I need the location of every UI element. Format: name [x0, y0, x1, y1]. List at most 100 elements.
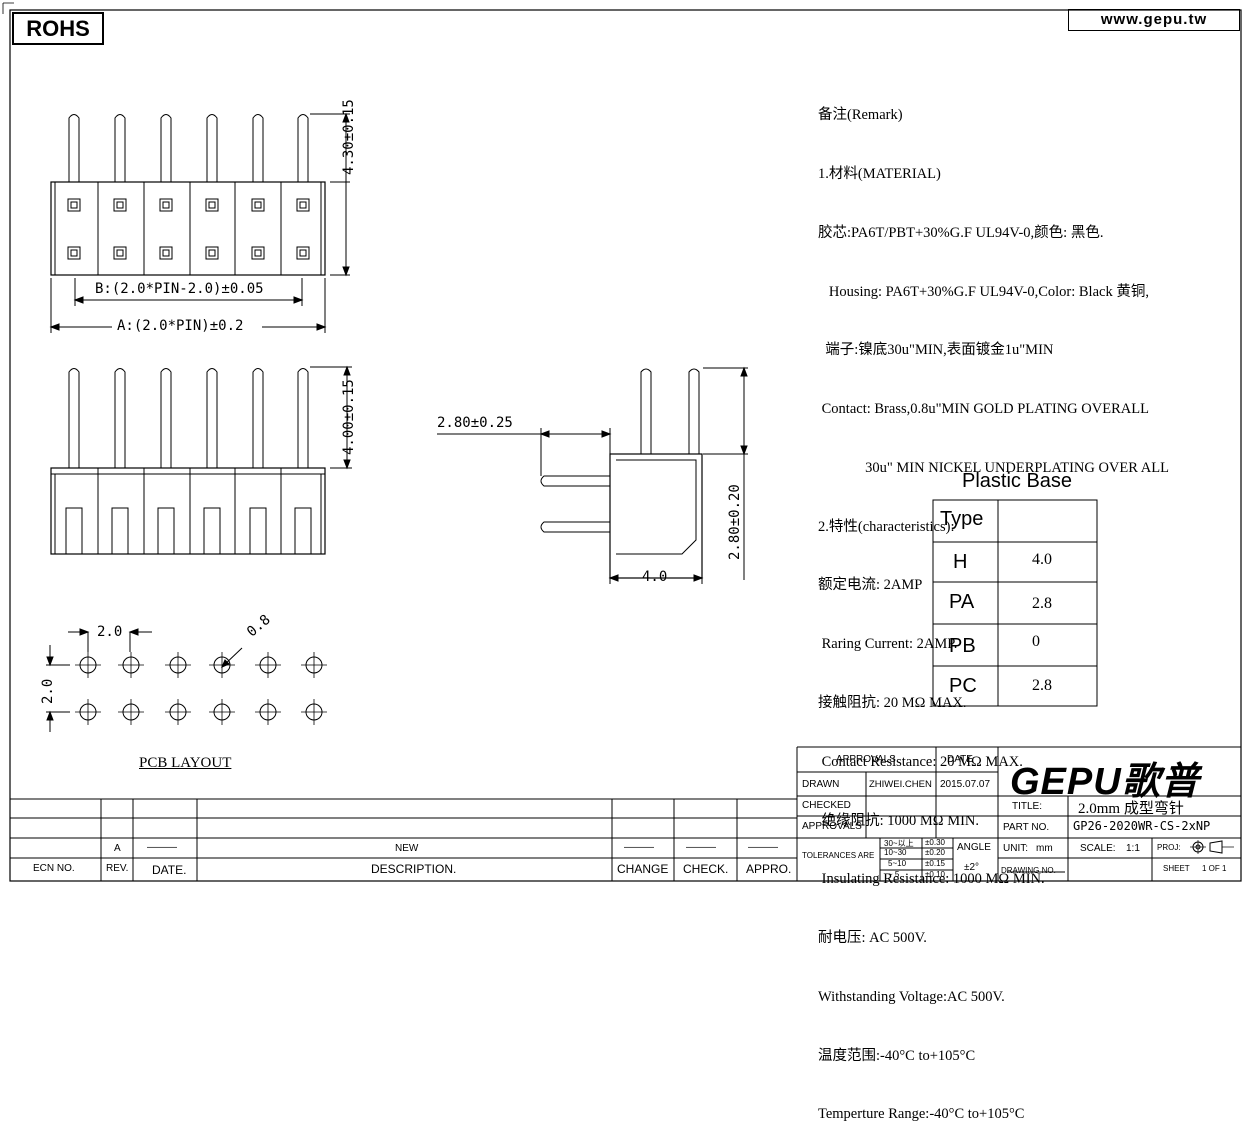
tb-approvals-label: APPROVALS [802, 821, 862, 832]
plastic-base-value: 0 [1032, 633, 1040, 650]
square-hole [67, 198, 81, 212]
pin [252, 368, 264, 468]
remark-line: Raring Current: 2AMP. [818, 636, 958, 653]
square-hole [296, 246, 310, 260]
slot [111, 507, 129, 554]
square-hole-inner [208, 249, 216, 257]
plastic-base-title: Plastic Base [962, 470, 1073, 492]
remark-line: 绝缘阻抗: 1000 MΩ MIN. [818, 812, 980, 829]
tb-scale-label: SCALE: [1080, 843, 1116, 854]
pin [252, 114, 264, 182]
dim-body-width: 4.0 [642, 569, 668, 585]
slot [294, 507, 312, 554]
title-block-grid [796, 746, 1241, 881]
square-hole-inner [299, 201, 307, 209]
tb-date-header: DATE [947, 754, 973, 765]
remark-line: 额定电流: 2AMP [818, 577, 923, 594]
square-hole [67, 246, 81, 260]
square-hole-inner [254, 201, 262, 209]
tb-approvals-header: APPROVALS [836, 754, 896, 765]
pcb-layout-drawing [46, 628, 327, 732]
tb-part-value: GP26-2020WR-CS-2xNP [1073, 819, 1211, 833]
remark-line: Contact: Brass,0.8u"MIN GOLD PLATING OVE… [818, 401, 1149, 418]
remark-line: Temperture Range:-40°C to+105°C [818, 1106, 1025, 1123]
plastic-base-type: PA [949, 591, 975, 613]
square-hole [113, 246, 127, 260]
rohs-badge: ROHS [12, 12, 104, 45]
tb-drawn-by: ZHIWEI.CHEN [869, 779, 932, 790]
remark-line: 胶芯:PA6T/PBT+30%G.F UL94V-0,颜色: 黑色. [818, 224, 1104, 241]
tb-tolerances-label: TOLERANCES ARE [802, 851, 875, 860]
remark-line: 2.特性(characteristics): [818, 518, 955, 535]
pin [68, 114, 80, 182]
rev-description-label: DESCRIPTION. [371, 862, 457, 876]
tb-drawn-label: DRAWN [802, 779, 840, 790]
tb-tol-range: 10~30 [884, 848, 907, 857]
slot [249, 507, 267, 554]
drawing-sheet [2, 2, 1242, 882]
tb-tol-value: ±0.20 [925, 848, 945, 857]
slot [203, 507, 221, 554]
rev-change-label: CHANGE [617, 862, 669, 876]
gepu-logo: GEPU歌普 [1010, 761, 1200, 803]
remark-line: Contact Resistance: 20 MΩ MAX. [818, 753, 1023, 770]
square-hole [113, 198, 127, 212]
tb-angle-tol: ±2° [964, 862, 980, 873]
dim-a: A:(2.0*PIN)±0.2 [117, 318, 244, 334]
tb-drawn-date: 2015.07.07 [940, 779, 991, 790]
remark-line: Withstanding Voltage:AC 500V. [818, 988, 1005, 1005]
slot [157, 507, 175, 554]
remark-line: 接触阻抗: 20 MΩ MAX. [818, 695, 967, 711]
rev-new-value: NEW [395, 843, 419, 854]
rev-appro-label: APPRO. [746, 862, 792, 876]
pin [68, 368, 80, 468]
square-hole [251, 246, 265, 260]
square-hole [205, 246, 219, 260]
tb-title-value: 2.0mm 成型弯针 [1078, 801, 1184, 817]
square-hole-inner [162, 201, 170, 209]
plastic-base-header: Type [940, 508, 984, 530]
plastic-base-table-grid [932, 499, 1098, 707]
tb-drawing-label: DRAWING NO. [1001, 866, 1056, 875]
square-hole [159, 246, 173, 260]
remarks-block: 备注(Remark) 1.材料(MATERIAL) 胶芯:PA6T/PBT+30… [818, 67, 1169, 1145]
remark-line: 30u" MIN NICKEL UNDERPLATING OVER ALL [818, 459, 1169, 476]
square-hole-inner [70, 201, 78, 209]
tb-tol-range: 30~以上 [884, 839, 914, 848]
pin [206, 114, 218, 182]
square-hole [296, 198, 310, 212]
rev-check-label: CHECK. [683, 862, 729, 876]
remark-line: 1.材料(MATERIAL) [818, 165, 941, 182]
tb-unit-value: mm [1036, 843, 1053, 854]
revision-block-grid [10, 798, 797, 881]
square-hole-inner [299, 249, 307, 257]
dim-top-height: 4.30±0.15 [341, 99, 357, 175]
square-hole-inner [116, 249, 124, 257]
plastic-base-value: 2.8 [1032, 677, 1052, 694]
tb-proj-label: PROJ: [1157, 843, 1181, 852]
pin [114, 114, 126, 182]
remark-line: 耐电压: AC 500V. [818, 930, 927, 947]
sheet-border [9, 9, 1242, 882]
slot [65, 507, 83, 554]
rev-appro-value: ——— [748, 842, 778, 853]
dim-pcb-pitch-x: 2.0 [97, 624, 123, 640]
tb-tol-value: ±0.30 [925, 838, 945, 847]
tb-sheet-label: SHEET [1163, 864, 1190, 873]
plastic-base-value: 2.8 [1032, 595, 1052, 612]
rev-ecn-label: ECN NO. [33, 863, 75, 874]
pin [160, 368, 172, 468]
remark-line: 备注(Remark) [818, 107, 903, 124]
dim-side-height: 4.00±0.15 [341, 379, 357, 455]
square-hole-inner [208, 201, 216, 209]
pin [160, 114, 172, 182]
pin [206, 368, 218, 468]
square-hole [251, 198, 265, 212]
top-view-drawing [49, 112, 350, 333]
plastic-base-type: H [953, 551, 968, 573]
tb-sheet-value: 1 OF 1 [1202, 864, 1227, 873]
square-hole-inner [254, 249, 262, 257]
dim-b: B:(2.0*PIN-2.0)±0.05 [95, 281, 264, 297]
plastic-base-type: PB [949, 635, 976, 657]
square-hole [159, 198, 173, 212]
